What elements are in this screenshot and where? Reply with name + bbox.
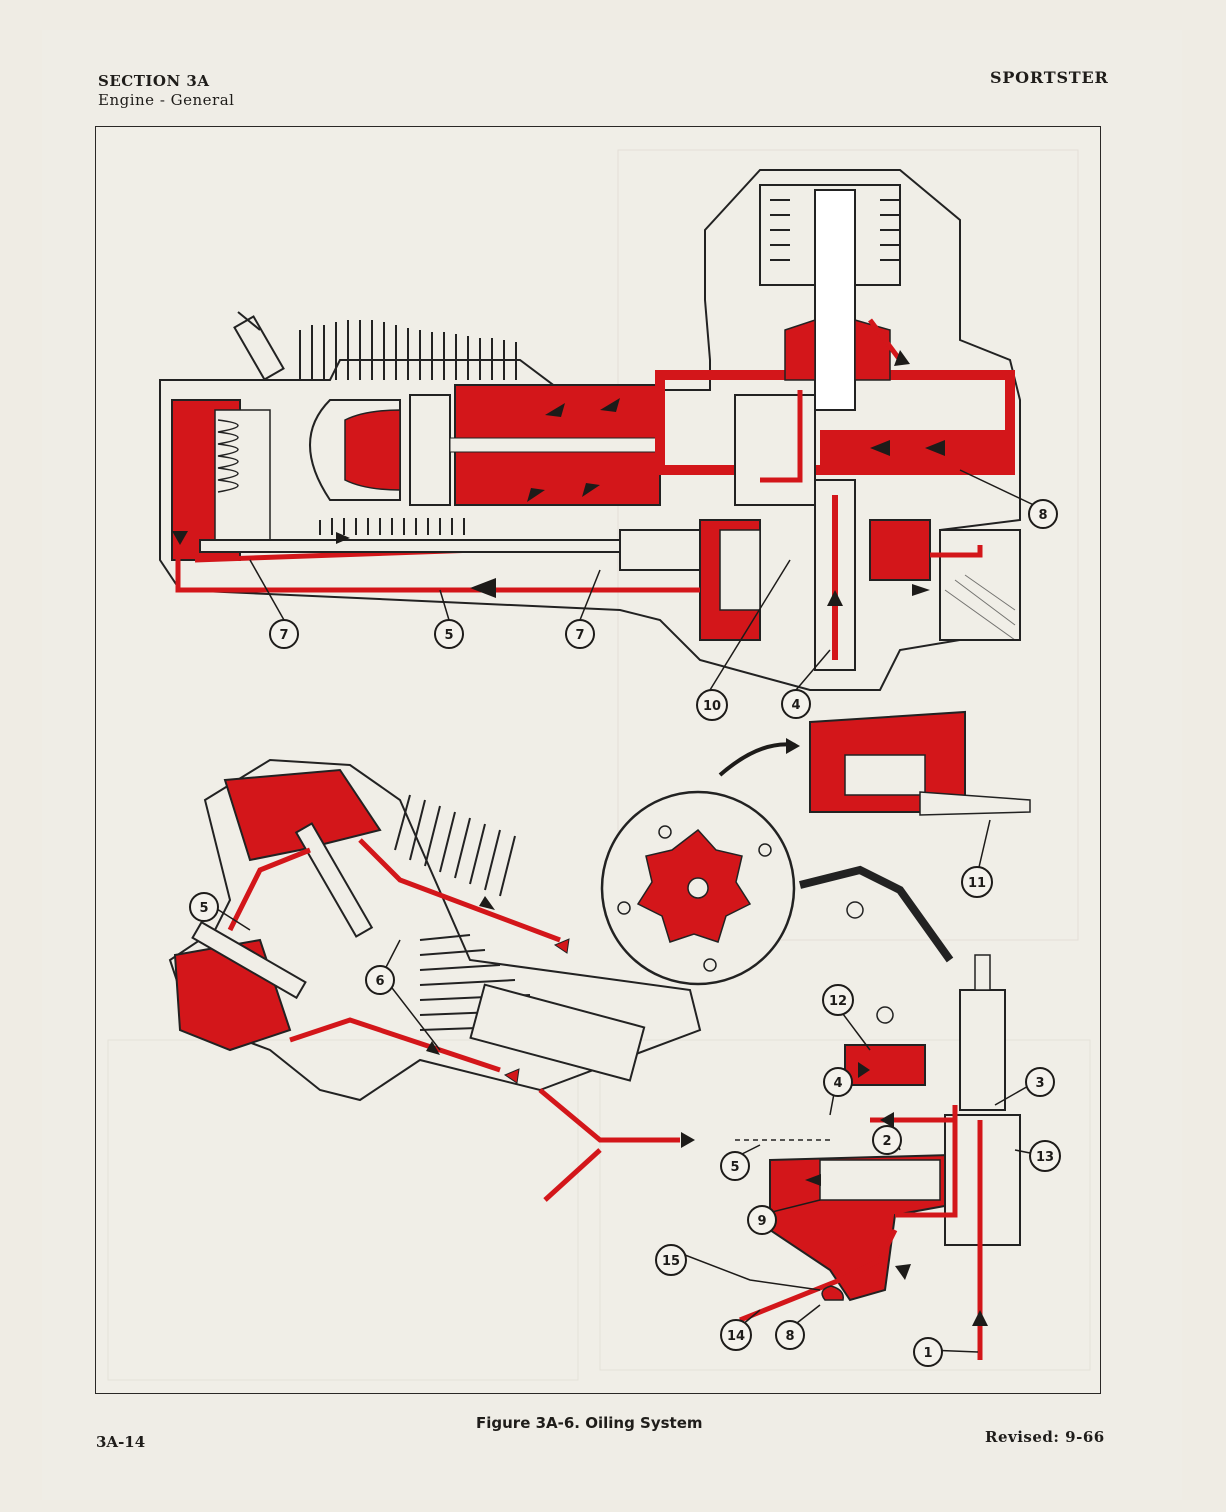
svg-text:13: 13 xyxy=(1036,1150,1054,1165)
callout-6: 6 xyxy=(365,965,395,995)
svg-text:7: 7 xyxy=(279,628,288,643)
revision-date: Revised: 9-66 xyxy=(985,1428,1105,1446)
callout-15: 15 xyxy=(655,1244,687,1276)
svg-text:1: 1 xyxy=(923,1346,932,1361)
callout-13: 13 xyxy=(1029,1140,1061,1172)
svg-text:12: 12 xyxy=(829,994,847,1009)
page-number: 3A-14 xyxy=(96,1433,146,1451)
svg-text:5: 5 xyxy=(444,628,453,643)
callout-4-bottom: 4 xyxy=(823,1067,853,1097)
callout-5-left: 5 xyxy=(189,892,219,922)
section-title: Engine - General xyxy=(98,91,235,109)
svg-text:5: 5 xyxy=(199,901,208,916)
svg-text:10: 10 xyxy=(703,699,721,714)
callout-1: 1 xyxy=(913,1337,943,1367)
callout-7-right: 7 xyxy=(565,619,595,649)
callout-3: 3 xyxy=(1025,1067,1055,1097)
spark-plug-top xyxy=(233,311,285,381)
svg-text:9: 9 xyxy=(757,1214,766,1229)
callout-2: 2 xyxy=(872,1125,902,1155)
callout-9: 9 xyxy=(747,1205,777,1235)
callout-5-top: 5 xyxy=(434,619,464,649)
callout-4-top: 4 xyxy=(781,689,811,719)
svg-text:6: 6 xyxy=(375,974,384,989)
svg-text:5: 5 xyxy=(730,1160,739,1175)
timer-and-pump-section xyxy=(600,710,1031,1360)
svg-text:14: 14 xyxy=(727,1329,745,1344)
callout-8-bottom: 8 xyxy=(775,1320,805,1350)
section-number: SECTION 3A xyxy=(98,72,210,90)
section-header: SECTION 3A Engine - General xyxy=(98,72,234,110)
svg-text:4: 4 xyxy=(833,1076,842,1091)
svg-text:2: 2 xyxy=(882,1134,891,1149)
svg-text:4: 4 xyxy=(791,698,800,713)
engine-side-section xyxy=(159,169,1021,691)
cylinder-head-section xyxy=(168,758,702,1202)
svg-text:7: 7 xyxy=(575,628,584,643)
model-header: SPORTSTER xyxy=(990,68,1109,87)
svg-text:3: 3 xyxy=(1035,1076,1044,1091)
callout-7-left: 7 xyxy=(269,619,299,649)
callout-10: 10 xyxy=(696,689,728,721)
callout-5-bottom: 5 xyxy=(720,1151,750,1181)
svg-text:8: 8 xyxy=(785,1329,794,1344)
figure-caption: Figure 3A-6. Oiling System xyxy=(476,1414,703,1432)
svg-text:8: 8 xyxy=(1038,508,1047,523)
callout-8-top: 8 xyxy=(1028,499,1058,529)
svg-text:11: 11 xyxy=(968,876,986,891)
callout-11: 11 xyxy=(961,866,993,898)
svg-text:15: 15 xyxy=(662,1254,680,1269)
callout-14: 14 xyxy=(720,1319,752,1351)
callouts: 7 5 7 8 10 4 5 6 11 12 4 3 2 13 5 9 15 1… xyxy=(189,469,1061,1367)
callout-12: 12 xyxy=(822,984,854,1016)
